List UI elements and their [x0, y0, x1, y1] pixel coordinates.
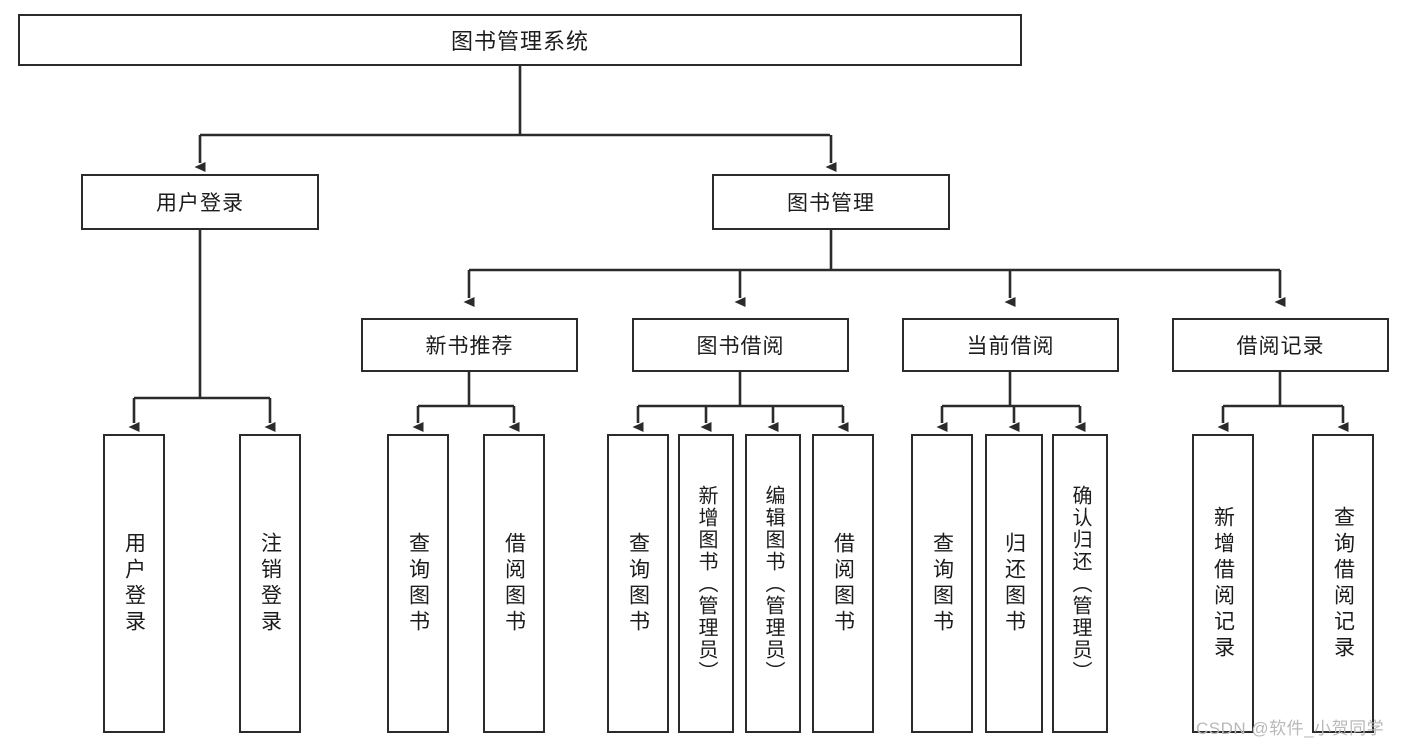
node-new-book-recommend-label: 新书推荐 — [425, 335, 514, 358]
node-borrow-record[interactable]: 借阅记录 — [1172, 318, 1389, 372]
node-book-borrow-label: 图书借阅 — [696, 335, 785, 358]
leaf-borrow-book-newbook[interactable]: 借阅图书 — [483, 434, 545, 733]
leaf-logout-label: 注销登录 — [258, 531, 282, 636]
leaf-return-book-label: 归还图书 — [1002, 531, 1026, 636]
node-borrow-record-label: 借阅记录 — [1236, 335, 1325, 358]
leaf-query-book-newbook-label: 查询图书 — [406, 531, 430, 636]
leaf-add-borrow-record[interactable]: 新增借阅记录 — [1192, 434, 1254, 733]
leaf-query-book-borrow[interactable]: 查询图书 — [607, 434, 669, 733]
leaf-query-book-newbook[interactable]: 查询图书 — [387, 434, 449, 733]
node-current-borrow-label: 当前借阅 — [966, 335, 1055, 358]
leaf-query-book-borrow-label: 查询图书 — [626, 531, 650, 636]
node-user-login[interactable]: 用户登录 — [81, 174, 319, 230]
leaf-logout[interactable]: 注销登录 — [239, 434, 301, 733]
leaf-add-book-admin[interactable]: 新增图书（管理员） — [678, 434, 734, 733]
leaf-query-borrow-record[interactable]: 查询借阅记录 — [1312, 434, 1374, 733]
leaf-confirm-return-admin[interactable]: 确认归还（管理员） — [1052, 434, 1108, 733]
node-new-book-recommend[interactable]: 新书推荐 — [361, 318, 578, 372]
csdn-watermark: CSDN @软件_小贺同学 — [1196, 719, 1385, 738]
node-user-login-label: 用户登录 — [156, 192, 244, 215]
leaf-edit-book-admin[interactable]: 编辑图书（管理员） — [745, 434, 801, 733]
node-root[interactable]: 图书管理系统 — [18, 14, 1022, 66]
node-root-label: 图书管理系统 — [450, 29, 589, 54]
leaf-add-book-admin-label: 新增图书（管理员） — [695, 484, 717, 683]
leaf-edit-book-admin-label: 编辑图书（管理员） — [762, 484, 784, 683]
node-book-management-label: 图书管理 — [787, 192, 875, 215]
leaf-query-book-current[interactable]: 查询图书 — [911, 434, 973, 733]
leaf-query-borrow-record-label: 查询借阅记录 — [1331, 505, 1355, 662]
leaf-query-book-current-label: 查询图书 — [930, 531, 954, 636]
node-current-borrow[interactable]: 当前借阅 — [902, 318, 1119, 372]
leaf-user-login[interactable]: 用户登录 — [103, 434, 165, 733]
node-book-borrow[interactable]: 图书借阅 — [632, 318, 849, 372]
leaf-borrow-book-borrow-label: 借阅图书 — [831, 531, 855, 636]
node-book-management[interactable]: 图书管理 — [712, 174, 950, 230]
leaf-borrow-book-newbook-label: 借阅图书 — [502, 531, 526, 636]
leaf-add-borrow-record-label: 新增借阅记录 — [1211, 505, 1235, 662]
leaf-return-book[interactable]: 归还图书 — [985, 434, 1043, 733]
leaf-borrow-book-borrow[interactable]: 借阅图书 — [812, 434, 874, 733]
leaf-user-login-label: 用户登录 — [122, 531, 146, 636]
leaf-confirm-return-admin-label: 确认归还（管理员） — [1069, 484, 1091, 683]
